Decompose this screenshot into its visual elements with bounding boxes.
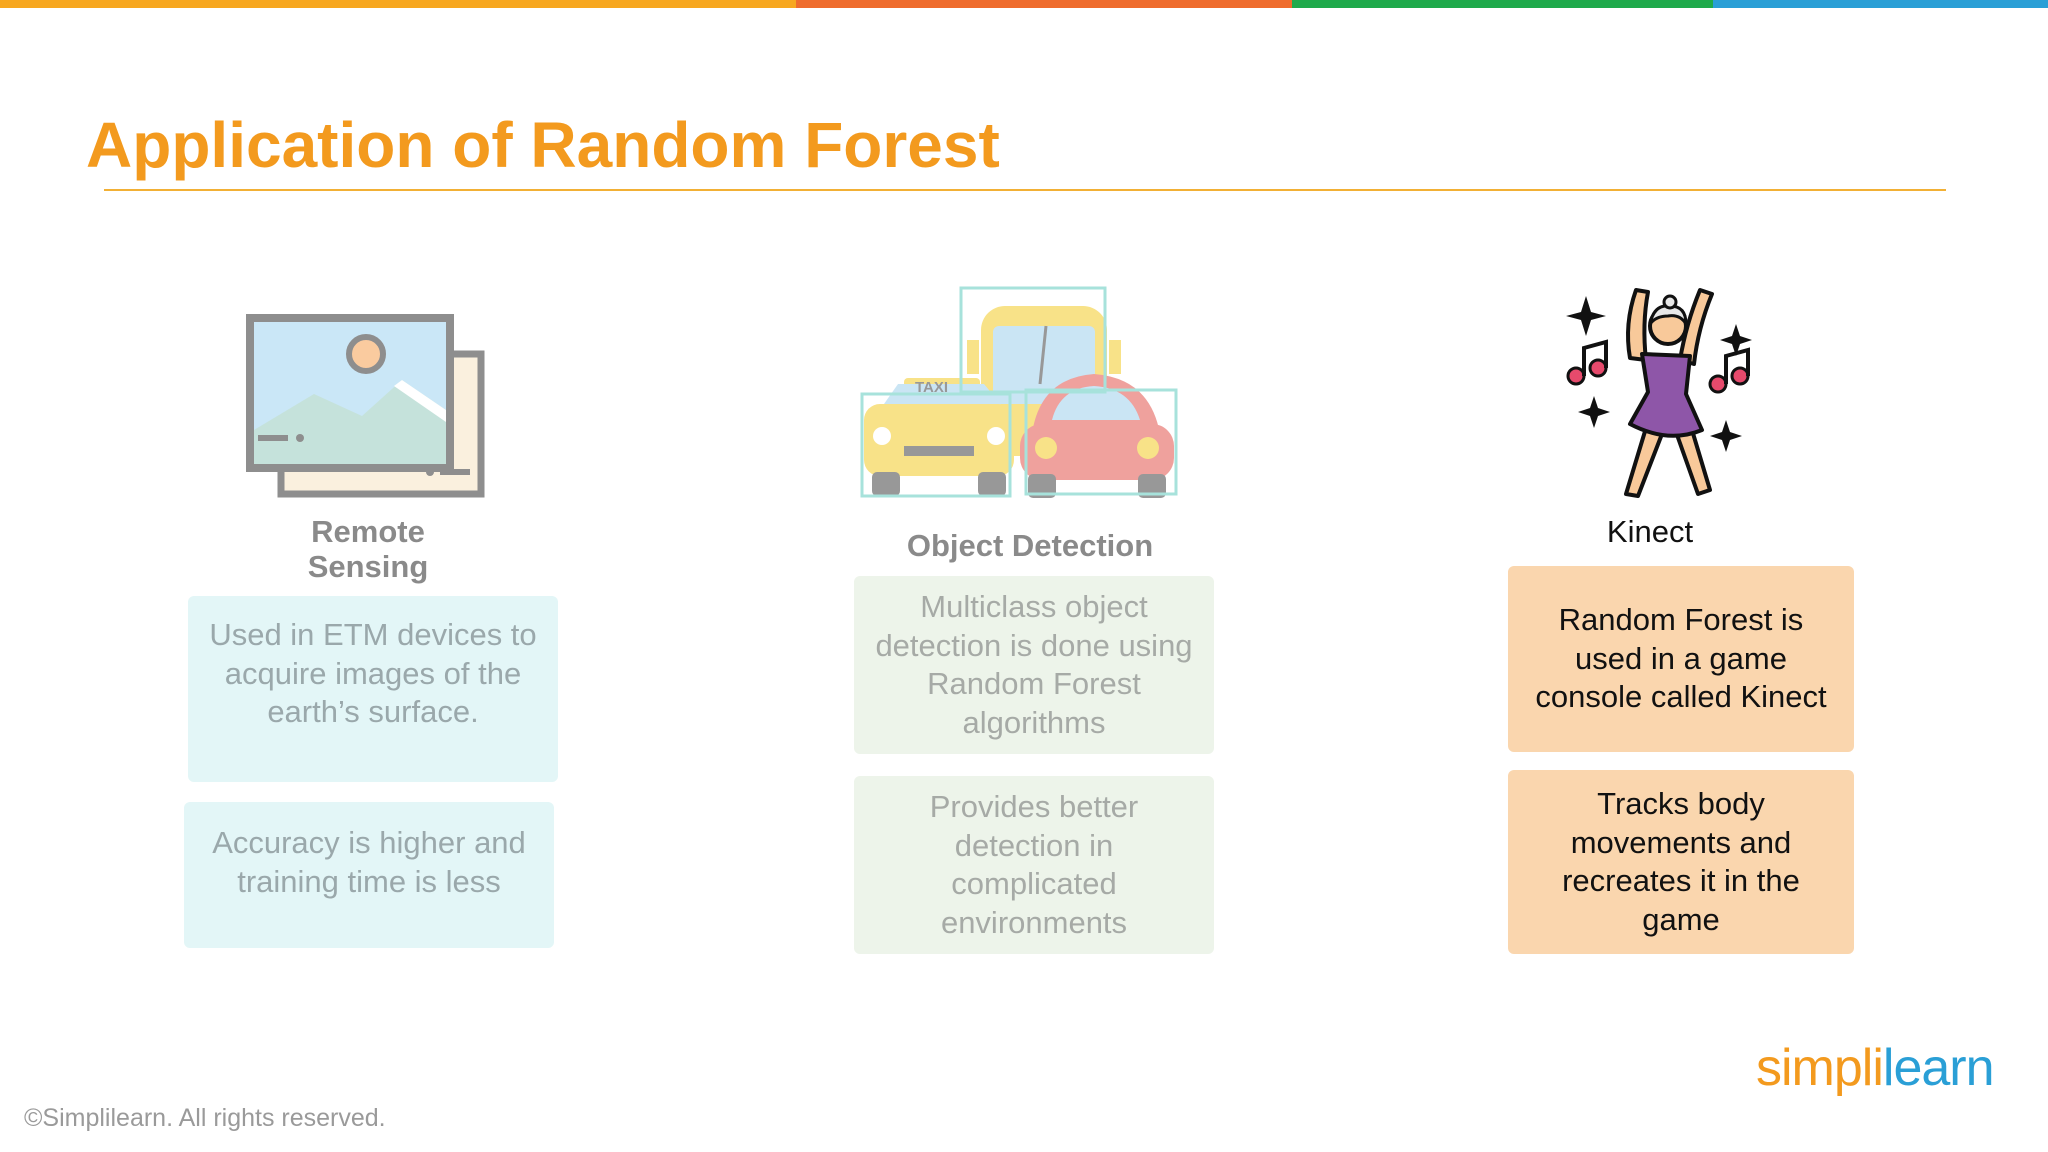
kinect-card-2-text: Tracks body movements and recreates it i… [1562, 786, 1800, 937]
vehicle-detection-icon: TAXI [854, 284, 1188, 512]
object-detection-card-1-text: Multiclass object detection is done usin… [875, 589, 1193, 740]
object-detection-heading: Object Detection [906, 528, 1154, 563]
top-color-bar [0, 0, 2048, 8]
title-underline [104, 189, 1946, 191]
object-detection-card-2: Provides better detection in complicated… [854, 776, 1214, 954]
taxi-sign-label: TAXI [915, 379, 948, 396]
remote-sensing-card-1: Used in ETM devices to acquire images of… [188, 596, 558, 782]
remote-sensing-heading-line2: Sensing [307, 549, 429, 584]
logo-part-simpli: simpli [1756, 1039, 1884, 1097]
kinect-card-1-text: Random Forest is used in a game console … [1535, 602, 1827, 715]
slide-title: Application of Random Forest [86, 109, 1000, 181]
landscape-photo-icon [244, 312, 486, 500]
remote-sensing-card-1-text: Used in ETM devices to acquire images of… [209, 617, 537, 729]
remote-sensing-heading: Remote Sensing [248, 514, 488, 584]
top-bar-segment-green [1292, 0, 1713, 8]
top-bar-segment-blue [1713, 0, 2048, 8]
simplilearn-logo: simplilearn [1756, 1038, 1995, 1098]
logo-part-learn: learn [1882, 1039, 1995, 1097]
remote-sensing-card-2-text: Accuracy is higher and training time is … [212, 825, 526, 899]
object-detection-card-2-text: Provides better detection in complicated… [929, 789, 1139, 940]
object-detection-card-1: Multiclass object detection is done usin… [854, 576, 1214, 754]
remote-sensing-heading-line1: Remote [311, 514, 425, 549]
kinect-card-2: Tracks body movements and recreates it i… [1508, 770, 1854, 954]
kinect-card-1: Random Forest is used in a game console … [1508, 566, 1854, 752]
copyright-footer: ©Simplilearn. All rights reserved. [24, 1104, 386, 1132]
top-bar-segment-orange [796, 0, 1292, 8]
remote-sensing-card-2: Accuracy is higher and training time is … [184, 802, 554, 948]
top-bar-segment-yellow [0, 0, 796, 8]
kinect-heading: Kinect [1606, 514, 1694, 549]
dancing-person-icon [1558, 284, 1768, 498]
